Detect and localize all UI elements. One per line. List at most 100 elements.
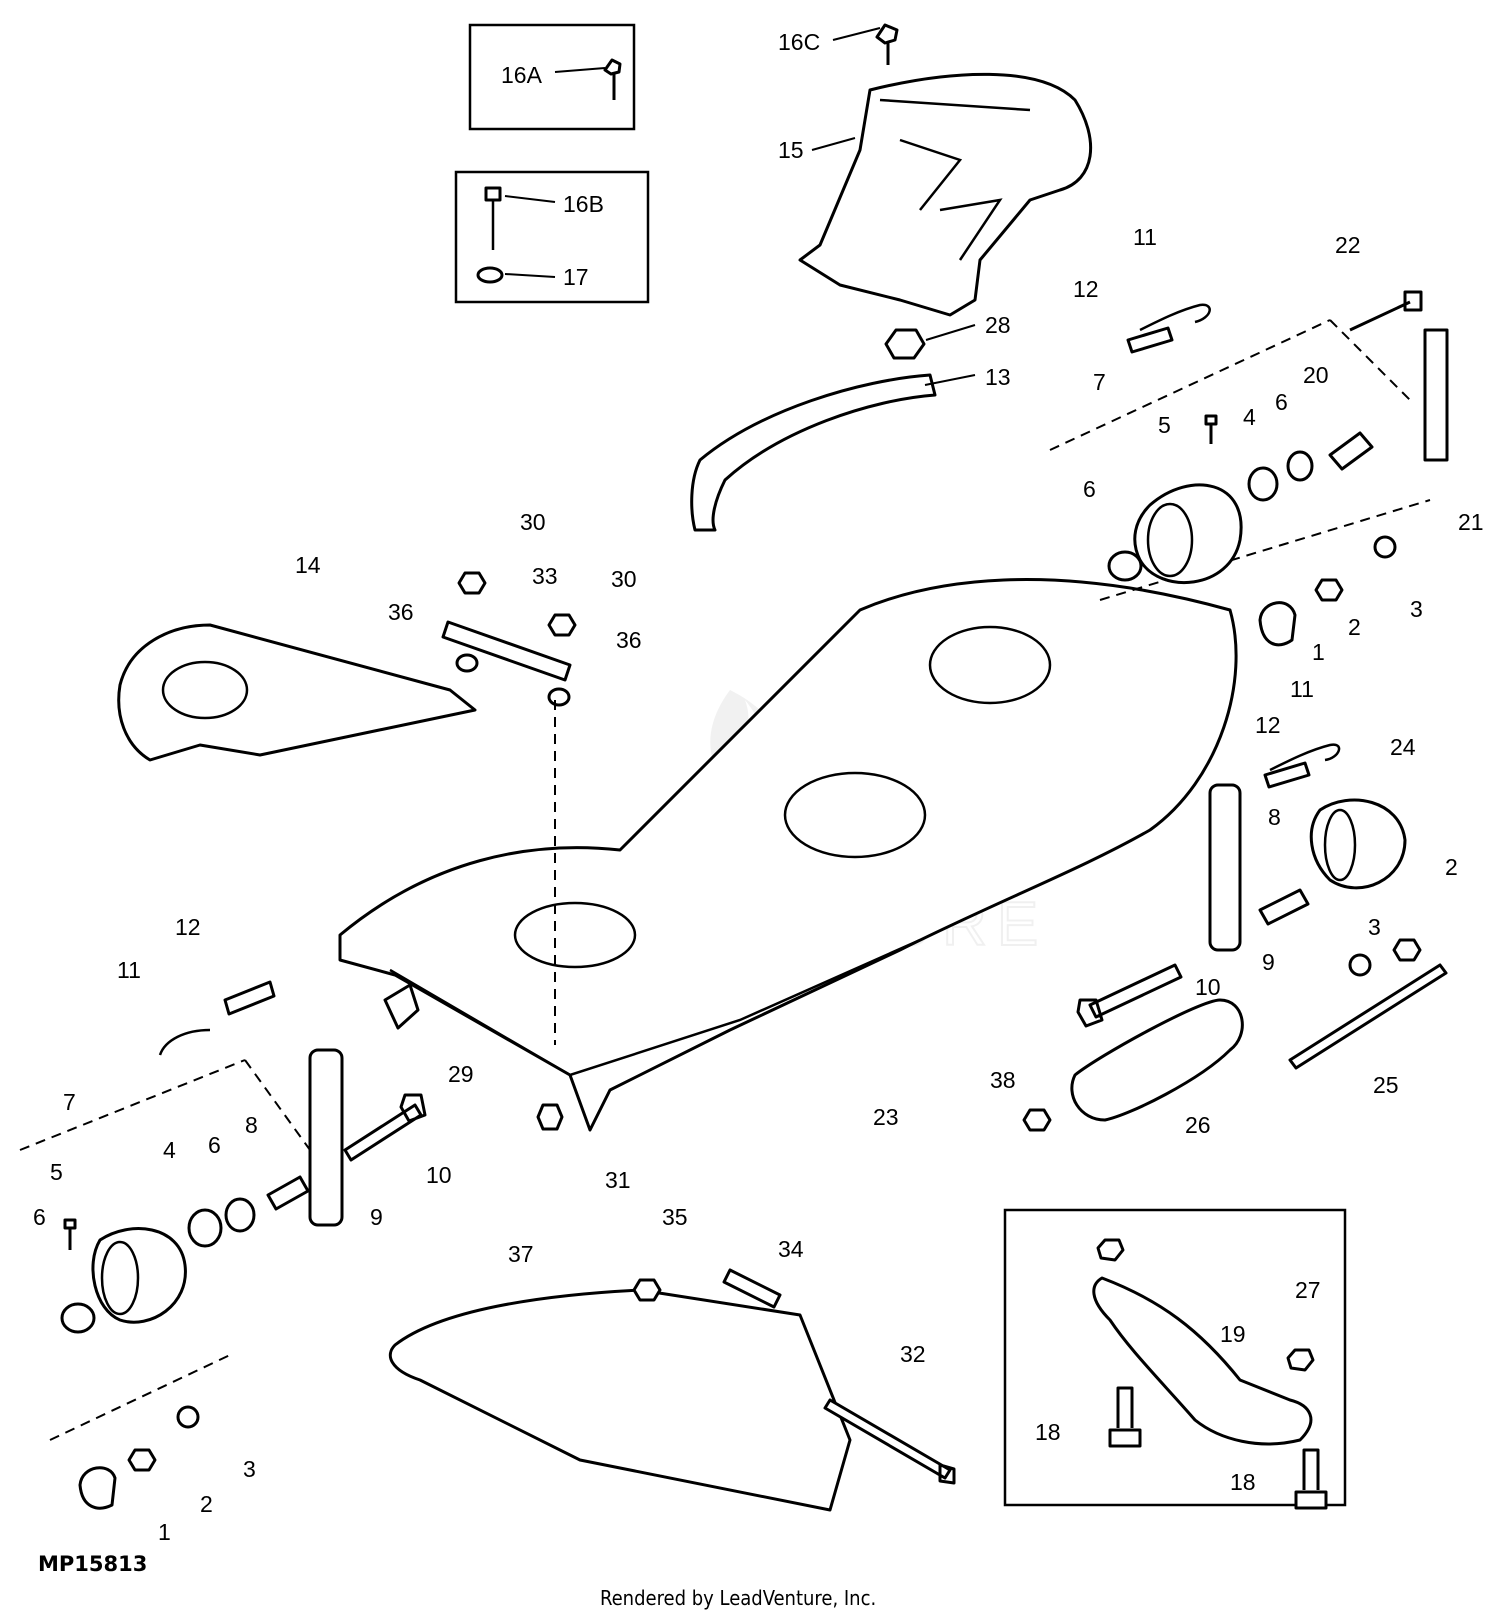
callout-labels: 16A 16B 17 16C 15 28 13 11 12 22 7 5 4 6…: [33, 29, 1484, 1545]
label-10-left: 10: [426, 1162, 452, 1188]
label-18-b: 18: [1230, 1469, 1256, 1495]
shield-15: [798, 72, 1093, 317]
inset-box-19: [1003, 1208, 1347, 1507]
bushing-6a: [1286, 450, 1314, 482]
assembly-line-upper-right-3: [1099, 499, 1431, 601]
nut-2b: [1392, 938, 1422, 962]
bolt-18b: [1294, 1448, 1328, 1510]
label-6-upper-b: 6: [1083, 476, 1096, 502]
label-4-left: 4: [163, 1137, 176, 1163]
label-30-a: 30: [520, 509, 546, 535]
wheel-7b-hub: [100, 1240, 140, 1316]
wheel-7a: [1133, 483, 1243, 584]
label-9-left: 9: [370, 1204, 383, 1230]
label-17: 17: [563, 264, 589, 290]
label-13: 13: [985, 364, 1011, 390]
inset-19-brace: [1003, 1208, 1347, 1510]
bolt-22: [1349, 290, 1423, 332]
washer-3c: [176, 1405, 200, 1429]
label-20: 20: [1303, 362, 1329, 388]
leader-17: [504, 273, 556, 278]
label-2-upper: 2: [1348, 614, 1361, 640]
label-1-upper: 1: [1312, 639, 1325, 665]
label-15: 15: [778, 137, 804, 163]
spring-12a: [1126, 326, 1174, 354]
label-28: 28: [985, 312, 1011, 338]
bolt-8b: [266, 1175, 310, 1211]
deck-23: [338, 578, 1238, 1132]
leader-16c: [832, 27, 881, 41]
brace-19: [1092, 1276, 1313, 1446]
spring-12c: [223, 980, 276, 1016]
label-22: 22: [1335, 232, 1361, 258]
wheel-24: [1309, 798, 1407, 890]
leader-13: [924, 374, 976, 386]
label-25: 25: [1373, 1072, 1399, 1098]
label-7-left: 7: [63, 1089, 76, 1115]
assembly-line-left-1: [19, 1059, 246, 1151]
hairpin-11b: [1269, 743, 1341, 772]
label-6-upper: 6: [1275, 389, 1288, 415]
bolt-head-16b: [484, 186, 502, 202]
label-12-upper: 12: [1073, 276, 1099, 302]
label-16a: 16A: [501, 62, 543, 88]
label-11-left: 11: [117, 957, 141, 983]
label-9-right: 9: [1262, 949, 1275, 975]
label-10-right: 10: [1195, 974, 1221, 1000]
label-16b: 16B: [563, 191, 604, 217]
assembly-line-upper-right-1: [1049, 319, 1331, 451]
leader-16a: [554, 67, 606, 73]
label-8-right: 8: [1268, 804, 1281, 830]
spindle-mount-left: [513, 901, 637, 969]
label-12-left: 12: [175, 914, 201, 940]
shield-14-pulley: [161, 660, 249, 720]
label-11-upper: 11: [1133, 224, 1157, 250]
wheel-24-hub: [1323, 808, 1357, 882]
wheel-7a-hub: [1146, 502, 1194, 578]
cap-1b: [78, 1466, 117, 1510]
bolt-8a: [1258, 888, 1310, 926]
label-5-left: 5: [50, 1159, 63, 1185]
link-33: [441, 620, 572, 682]
inset-16b-17: [454, 170, 650, 304]
nut-30b: [547, 613, 577, 637]
nut-38: [1022, 1108, 1052, 1132]
bolt-20: [1328, 431, 1374, 471]
bolt-10a: [1076, 963, 1183, 1028]
label-2-left: 2: [200, 1491, 213, 1517]
label-23: 23: [873, 1104, 899, 1130]
screw-16a: [603, 58, 622, 100]
rendered-by-footer: Rendered by LeadVenture, Inc.: [600, 1586, 877, 1610]
pin-9a: [1208, 783, 1242, 952]
label-24: 24: [1390, 734, 1416, 760]
bushing-6b: [1107, 550, 1143, 582]
bushing-35: [632, 1278, 662, 1302]
assembly-line-left-3: [49, 1354, 231, 1441]
label-18-a: 18: [1035, 1419, 1061, 1445]
label-31: 31: [605, 1167, 631, 1193]
label-34: 34: [778, 1236, 804, 1262]
bearing-4a: [1247, 466, 1279, 502]
washer-3b: [1348, 953, 1372, 977]
bearing-4b: [187, 1208, 223, 1248]
label-2-right: 2: [1445, 854, 1458, 880]
shield-14: [117, 623, 477, 762]
label-11-right: 11: [1290, 676, 1314, 702]
leader-28: [925, 324, 976, 341]
bolt-18a: [1108, 1386, 1142, 1448]
label-38: 38: [990, 1067, 1016, 1093]
label-36-a: 36: [388, 599, 414, 625]
inset-box-16b: [454, 170, 650, 304]
label-14: 14: [295, 552, 321, 578]
assembly-line-left-2: [244, 1059, 311, 1151]
washer-3a: [1373, 535, 1397, 559]
nut-27b: [1286, 1348, 1315, 1372]
label-16c: 16C: [778, 29, 820, 55]
label-5-upper: 5: [1158, 412, 1171, 438]
spring-34: [722, 1268, 782, 1309]
hairpin-11c: [158, 1028, 211, 1056]
washer-17: [476, 266, 504, 284]
bushing-6d: [60, 1302, 96, 1334]
nut-2a: [1314, 578, 1344, 602]
hairpin-11a: [1139, 303, 1211, 332]
